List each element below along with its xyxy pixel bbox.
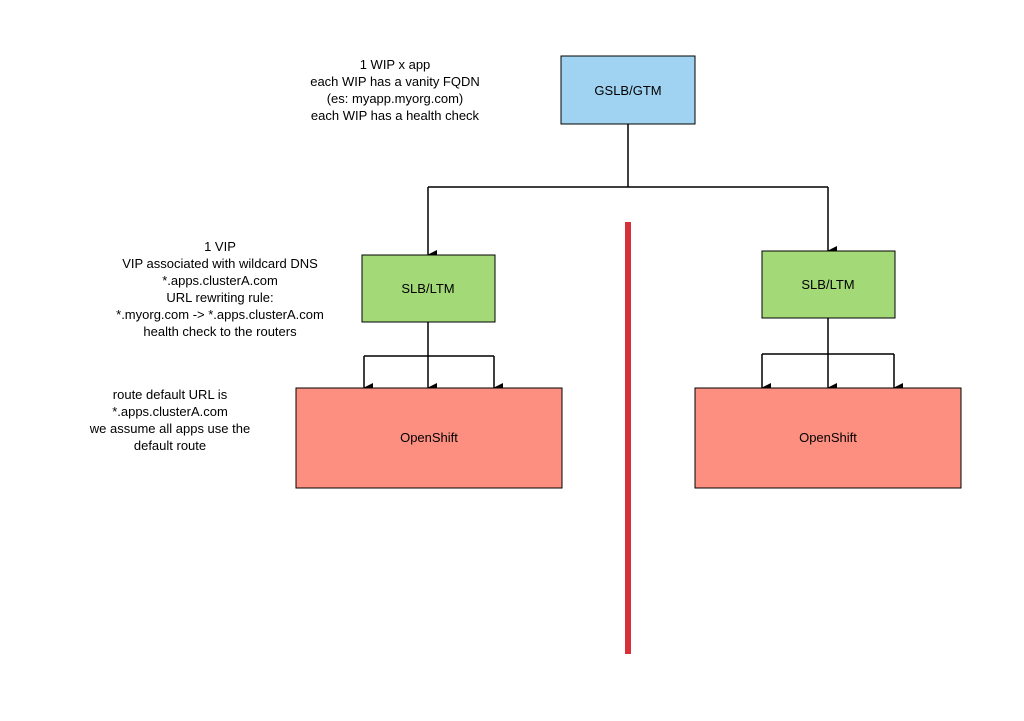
gslb-gtm-box: [560, 55, 696, 125]
slb-ltm-right-node: SLB/LTM: [761, 250, 896, 319]
note-line: health check to the routers: [143, 324, 297, 339]
note-line: each WIP has a vanity FQDN: [310, 74, 480, 89]
note-line: default route: [133, 438, 207, 453]
gslb-annotation-note: 1 WIP x app each WIP has a vanity FQDN (…: [275, 56, 515, 124]
note-line: each WIP has a health check: [310, 108, 480, 123]
gslb-connectors: [427, 124, 837, 260]
openshift-left-box: [295, 387, 563, 489]
gslb-gtm-label: GSLB/GTM: [594, 83, 661, 98]
openshift-left-label: OpenShift: [400, 430, 458, 445]
note-line: 1 VIP: [204, 239, 236, 254]
slb-ltm-left-box: [361, 254, 496, 323]
note-line: VIP associated with wildcard DNS: [122, 256, 318, 271]
slb-right-connectors: [761, 318, 903, 393]
note-line: *.apps.clusterA.com: [162, 273, 278, 288]
note-line: *.apps.clusterA.com: [112, 404, 228, 419]
slb-ltm-left-label: SLB/LTM: [401, 281, 454, 296]
note-line: URL rewriting rule:: [166, 290, 274, 305]
note-line: we assume all apps use the: [89, 421, 251, 436]
note-line: 1 WIP x app: [359, 57, 431, 72]
slb-ltm-right-box: [761, 250, 896, 319]
slb-ltm-left-node: SLB/LTM: [361, 254, 496, 323]
openshift-right-box: [694, 387, 962, 489]
openshift-right-node: OpenShift: [694, 387, 962, 489]
slb-ltm-right-label: SLB/LTM: [801, 277, 854, 292]
openshift-left-node: OpenShift: [295, 387, 563, 489]
slb-left-connectors: [363, 322, 503, 393]
note-line: *.myorg.com -> *.apps.clusterA.com: [116, 307, 324, 322]
note-line: route default URL is: [112, 387, 228, 402]
route-annotation-note: route default URL is *.apps.clusterA.com…: [60, 386, 280, 454]
vip-annotation-note: 1 VIP VIP associated with wildcard DNS *…: [80, 238, 360, 340]
note-line: (es: myapp.myorg.com): [326, 91, 464, 106]
openshift-right-label: OpenShift: [799, 430, 857, 445]
gslb-gtm-node: GSLB/GTM: [560, 55, 696, 125]
